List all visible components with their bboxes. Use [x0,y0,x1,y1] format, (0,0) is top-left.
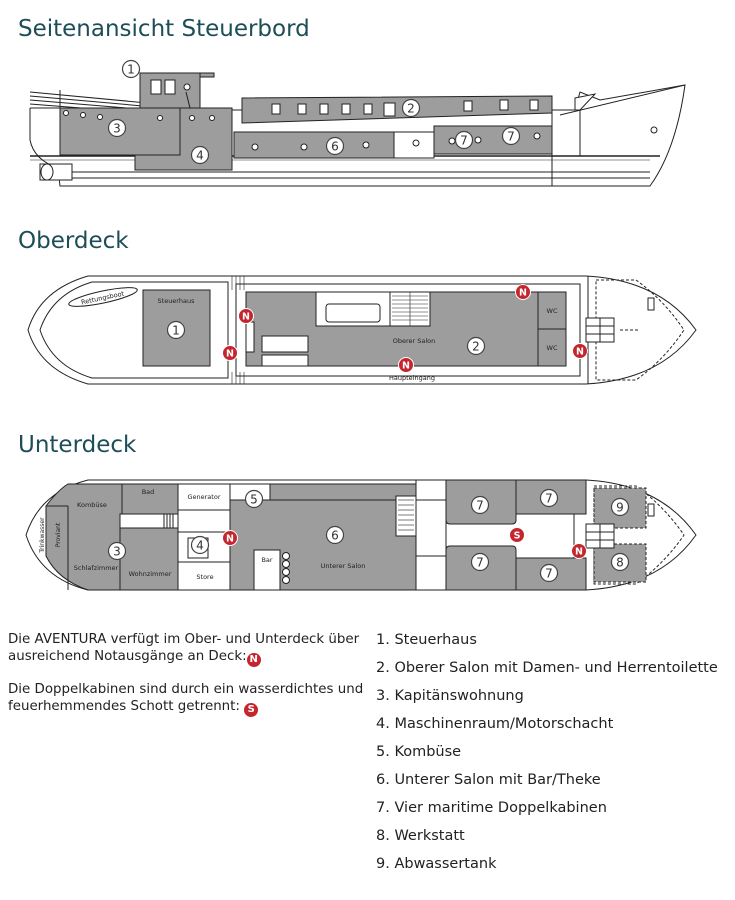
room-number-circle: 6 [325,525,345,545]
svg-text:N: N [226,349,234,360]
room-number-circle: 6 [325,136,345,156]
wheelhouse-label: Steuerhaus [158,297,196,305]
room-number-circle: 5 [244,489,264,509]
svg-text:2: 2 [472,340,480,354]
lower-deck-plan: Trinkwasser Proviant Kombüse BadGeneratorSc… [25,479,697,591]
lower-deck-title: Unterdeck [18,432,137,458]
svg-text:4: 4 [196,149,204,163]
room-number-circle: 3 [107,118,127,138]
room-number-circle: 2 [401,98,421,118]
exit-marker-icon: N [571,543,587,559]
room-number-circle: 8 [610,552,630,572]
exit-marker-icon: N [222,345,238,361]
svg-text:4: 4 [196,539,204,553]
legend-item: 2. Oberer Salon mit Damen- und Herrentoi… [376,660,718,676]
emergency-exits-text: Die AVENTURA verfügt im Ober- und Unterd… [8,632,360,664]
side-view-room-numbers: 1 2 3 4 6 7 7 [107,59,521,165]
svg-text:7: 7 [476,499,484,513]
room-number-circle: 7 [454,130,474,150]
wc-label: WC [547,307,558,315]
legend-item: 7. Vier maritime Doppelkabinen [376,800,607,816]
svg-text:7: 7 [545,492,553,506]
svg-text:3: 3 [113,545,121,559]
room-legend: 1. Steuerhaus 2. Oberer Salon mit Damen-… [376,630,718,882]
svg-text:N: N [402,361,410,372]
side-view-title: Seitenansicht Steuerbord [18,16,310,42]
svg-text:N: N [576,347,584,358]
exit-marker-icon: N [246,653,261,667]
provisions-label: Proviant [55,522,62,547]
svg-text:N: N [242,312,250,323]
svg-text:2: 2 [407,102,415,116]
bar-label: Bar [261,556,272,564]
svg-text:S: S [514,531,521,542]
svg-text:6: 6 [331,140,339,154]
room-number-circle: 3 [107,541,127,561]
legend-item: 8. Werkstatt [376,828,465,844]
svg-text:7: 7 [460,134,468,148]
svg-text:1: 1 [127,63,135,77]
living-room-label: Wohnzimmer [129,570,172,578]
svg-text:7: 7 [545,567,553,581]
room-number-circle: 2 [466,336,486,356]
legend-item: 1. Steuerhaus [376,632,477,648]
exit-marker-icon: N [398,357,414,373]
svg-text:N: N [226,534,234,545]
bulkhead-note: Die Doppelkabinen sind durch ein wasserd… [8,681,373,717]
galley-label: Kombüse [77,501,107,509]
bulkhead-marker-icon: S [509,527,525,543]
upper-salon-label: Oberer Salon [393,337,436,345]
legend-item: 6. Unterer Salon mit Bar/Theke [376,772,601,788]
svg-text:1: 1 [172,324,180,338]
exit-marker-icon: N [222,530,238,546]
svg-text:8: 8 [616,556,624,570]
exit-marker-icon: N [515,284,531,300]
svg-text:N: N [519,288,527,299]
bulkhead-text: Die Doppelkabinen sind durch ein wasserd… [8,682,364,714]
side-view-diagram: 1 2 3 4 6 7 7 [29,59,686,187]
exit-marker-icon: N [572,343,588,359]
svg-text:3: 3 [113,122,121,136]
main-entrance-label: Haupteingang [389,374,435,382]
generator-label: Generator [187,493,220,501]
room-number-circle: 9 [610,497,630,517]
upper-deck-title: Oberdeck [18,228,129,254]
exit-marker-icon: N [238,308,254,324]
bulkhead-marker-icon: S [244,703,259,717]
room-number-circle: 7 [539,488,559,508]
svg-text:7: 7 [476,556,484,570]
svg-text:7: 7 [507,130,515,144]
legend-item: 5. Kombüse [376,744,462,760]
legend-item: 4. Maschinenraum/Motorschacht [376,716,614,732]
room-number-circle: 1 [121,59,141,79]
room-number-circle: 7 [501,126,521,146]
svg-text:9: 9 [616,501,624,515]
wc-label: WC [547,344,558,352]
store-label: Store [196,573,213,581]
room-number-circle: 7 [539,563,559,583]
room-number-circle: 4 [190,145,210,165]
emergency-exits-note: Die AVENTURA verfügt im Ober- und Unterd… [8,631,373,667]
room-number-circle: 1 [166,320,186,340]
room-number-circle: 7 [470,552,490,572]
legend-item: 9. Abwassertank [376,856,497,872]
legend-item: 3. Kapitänswohnung [376,688,524,704]
svg-text:6: 6 [331,529,339,543]
room-number-circle: 7 [470,495,490,515]
bath-label: Bad [142,488,155,496]
room-number-circle: 4 [190,535,210,555]
drinking-water-label: Trinkwasser [39,517,46,554]
svg-text:N: N [575,547,583,558]
bedroom-label: Schlafzimmer [74,564,119,572]
svg-text:5: 5 [250,493,258,507]
lower-salon-label: Unterer Salon [321,562,366,570]
